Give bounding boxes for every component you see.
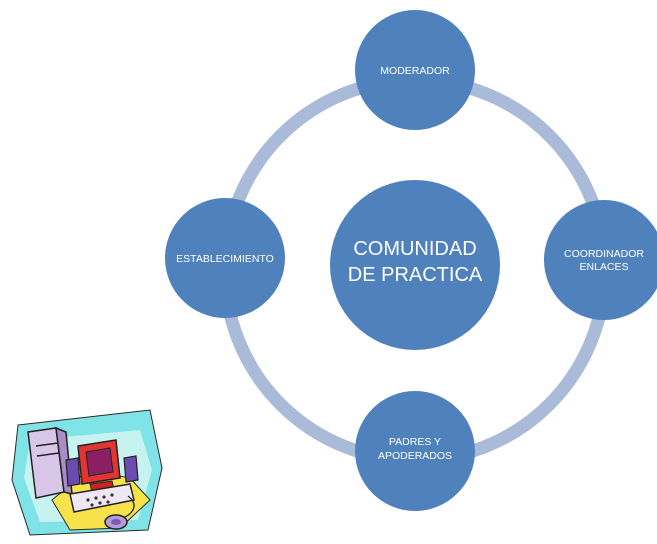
computer-clipart-icon	[11, 409, 163, 536]
center-label-line-1: COMUNIDAD	[353, 238, 476, 260]
node-moderador-label: MODERADOR	[380, 65, 450, 77]
node-moderador: MODERADOR	[355, 10, 475, 130]
center-label-line-2: DE PRACTICA	[348, 264, 483, 286]
node-coordinador-label-line-1: COORDINADOR	[564, 248, 644, 260]
node-padres-label-line-1: PADRES Y	[389, 436, 441, 448]
node-coordinador-enlaces: COORDINADOR ENLACES	[544, 200, 657, 320]
node-establecimiento-label: ESTABLECIMIENTO	[176, 253, 274, 265]
node-coordinador-label-line-2: ENLACES	[579, 261, 628, 273]
center-node: COMUNIDAD DE PRACTICA	[330, 180, 500, 350]
node-padres-apoderados: PADRES Y APODERADOS	[355, 391, 475, 511]
node-establecimiento: ESTABLECIMIENTO	[165, 198, 285, 318]
node-padres-label-line-2: APODERADOS	[378, 450, 452, 462]
